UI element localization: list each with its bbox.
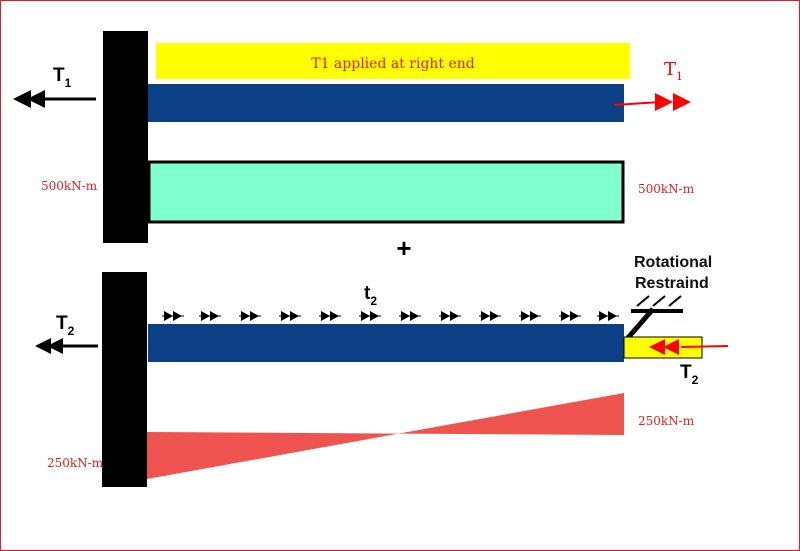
shaft-bottom xyxy=(148,324,624,362)
banner-box xyxy=(156,43,630,79)
right-moment-label-top: 500kN-m xyxy=(638,182,695,196)
fixed-wall-bottom xyxy=(102,272,147,487)
distributed-torque-arrow xyxy=(162,311,184,321)
distributed-torque-arrow xyxy=(319,311,341,321)
right-torque-label-top: T1 xyxy=(664,59,683,83)
distributed-torque-arrow xyxy=(359,311,381,321)
distributed-torque-arrow xyxy=(519,311,541,321)
torque-diagram-bottom xyxy=(147,393,624,479)
right-moment-label-bottom: 250kN-m xyxy=(638,414,695,428)
distributed-torque-arrow xyxy=(399,311,421,321)
left-torque-arrow-top xyxy=(13,90,96,108)
shaft-top xyxy=(148,84,624,122)
distributed-torque-label: t2 xyxy=(364,283,377,308)
distributed-torque-arrow xyxy=(199,311,221,321)
banner-text: T1 applied at right end xyxy=(311,56,475,72)
distributed-torque-arrow xyxy=(479,311,501,321)
distributed-torque-arrow xyxy=(279,311,301,321)
left-torque-arrow-bottom xyxy=(35,338,98,354)
left-torque-label-bottom: T2 xyxy=(56,313,75,338)
right-torque-label-bottom: T2 xyxy=(680,362,699,387)
restraint-label-line1: Rotational xyxy=(634,254,712,271)
restraint-label-line2: Restraind xyxy=(635,275,709,292)
distributed-torque-arrows xyxy=(162,311,619,321)
rotational-restraint-symbol xyxy=(625,295,683,341)
distributed-torque-arrow xyxy=(439,311,461,321)
left-torque-label-top: T1 xyxy=(53,65,72,90)
torque-diagram-top xyxy=(147,160,625,224)
fixed-wall-top xyxy=(103,31,148,243)
right-torque-arrow-top xyxy=(613,93,691,111)
distributed-torque-arrow xyxy=(239,311,261,321)
left-moment-label-top: 500kN-m xyxy=(41,179,98,193)
distributed-torque-arrow xyxy=(559,311,581,321)
right-torque-arrow-bottom xyxy=(649,339,729,355)
plus-sign: + xyxy=(396,233,411,263)
left-moment-label-bottom: 250kN-m xyxy=(47,456,104,470)
distributed-torque-arrow xyxy=(597,311,619,321)
